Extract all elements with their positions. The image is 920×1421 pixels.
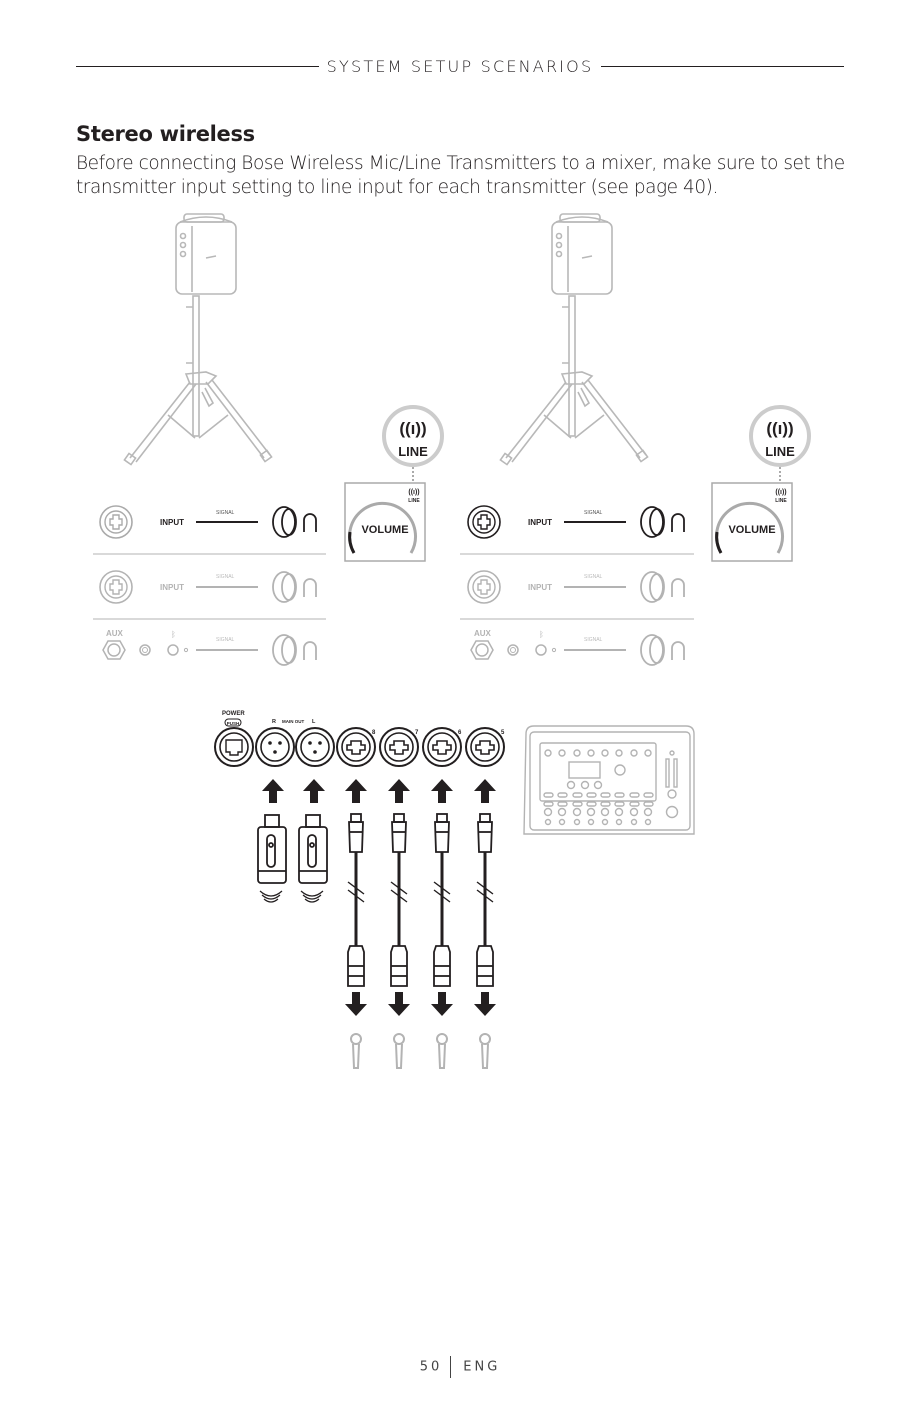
aux-jack-icon — [102, 640, 126, 660]
connection-arrows-down — [345, 992, 496, 1016]
mixer-input-6-icon — [422, 727, 462, 767]
header-rule-left — [76, 65, 319, 67]
bluetooth-icon: ᛒ — [539, 630, 544, 639]
svg-text:6: 6 — [458, 730, 462, 736]
mixer-input-8-icon — [336, 727, 376, 767]
bluetooth-button-icon — [535, 644, 547, 656]
svg-text:LINE: LINE — [775, 498, 787, 504]
signal-lens-icon — [640, 571, 685, 603]
push-label: PUSH — [227, 721, 240, 726]
signal-lens-icon — [272, 571, 317, 603]
wireless-signal-icon: ((ı)) — [775, 489, 786, 496]
speaker-left — [123, 213, 273, 466]
signal-lens-icon — [640, 506, 685, 538]
mixer-top-view — [523, 725, 695, 835]
aux-label: AUX — [474, 629, 492, 638]
wireless-transmitter-l — [298, 814, 328, 903]
xlr-out-l-icon — [295, 727, 335, 767]
microphones — [350, 1033, 491, 1069]
xlr-cables — [346, 812, 495, 988]
speaker-right — [499, 213, 649, 466]
signal-label-3: SIGNAL — [216, 637, 235, 643]
volume-label: VOLUME — [361, 524, 408, 536]
input-label-1: INPUT — [160, 518, 184, 527]
input-label-1: INPUT — [528, 518, 552, 527]
mixer-input-5-icon — [465, 727, 505, 767]
section-header: SYSTEM SETUP SCENARIOS — [76, 54, 844, 78]
svg-text:8: 8 — [372, 730, 376, 736]
bluetooth-icon: ᛒ — [171, 630, 176, 639]
mixer-rear-panel: POWER PUSH R MAIN OUT L 8 7 6 5 — [214, 711, 505, 767]
signal-lens-icon — [272, 506, 317, 538]
header-rule-right — [601, 65, 844, 67]
aux-jack-icon — [470, 640, 494, 660]
volume-panel-left: ((ı)) LINE VOLUME — [344, 482, 426, 562]
signal-label-2: SIGNAL — [584, 574, 603, 580]
wireless-signal-icon: ((ı)) — [408, 489, 419, 496]
svg-text:LINE: LINE — [398, 444, 428, 459]
combo-jack-icon — [99, 505, 133, 539]
signal-label-1: SIGNAL — [216, 510, 235, 516]
wireless-transmitter-r — [257, 814, 287, 903]
signal-lens-icon — [640, 634, 685, 666]
line-badge-right: ((ı)) LINE — [749, 405, 811, 483]
bluetooth-button-icon — [167, 644, 179, 656]
input-label-2: INPUT — [160, 583, 184, 592]
svg-text:R: R — [272, 719, 276, 725]
volume-label: VOLUME — [728, 524, 775, 536]
intro-paragraph: Before connecting Bose Wireless Mic/Line… — [76, 153, 845, 198]
volume-panel-right: ((ı)) LINE VOLUME — [711, 482, 793, 562]
aux-label: AUX — [106, 629, 124, 638]
wireless-signal-icon: ((ı)) — [399, 419, 426, 438]
combo-jack-icon — [467, 570, 501, 604]
footer-divider — [450, 1356, 452, 1378]
combo-jack-icon — [99, 570, 133, 604]
signal-label-1: SIGNAL — [584, 510, 603, 516]
page-footer: 50 ENG — [0, 1356, 920, 1378]
svg-text:LINE: LINE — [408, 498, 420, 504]
svg-text:7: 7 — [415, 730, 419, 736]
signal-lens-icon — [272, 634, 317, 666]
signal-label-2: SIGNAL — [216, 574, 235, 580]
wireless-signal-icon: ((ı)) — [766, 419, 793, 438]
combo-jack-icon — [467, 505, 501, 539]
power-connector-icon — [214, 727, 254, 767]
signal-label-3: SIGNAL — [584, 637, 603, 643]
svg-text:5: 5 — [501, 730, 505, 736]
control-panel-right: INPUT SIGNAL INPUT SIGNAL AUX ᛒ SIGNAL — [460, 505, 694, 666]
control-panel-left: INPUT SIGNAL INPUT SIGNAL AUX ᛒ SIGNAL — [93, 505, 326, 666]
input-label-2: INPUT — [528, 583, 552, 592]
svg-text:L: L — [312, 719, 316, 725]
language-code: ENG — [463, 1359, 501, 1375]
xlr-out-r-icon — [255, 727, 295, 767]
svg-text:LINE: LINE — [765, 444, 795, 459]
power-label: POWER — [222, 711, 245, 717]
line-badge-left: ((ı)) LINE — [382, 405, 444, 483]
connection-arrows-up — [262, 779, 496, 803]
svg-text:MAIN OUT: MAIN OUT — [282, 719, 304, 724]
section-title: SYSTEM SETUP SCENARIOS — [326, 56, 594, 76]
page-heading: Stereo wireless — [76, 122, 255, 146]
mixer-input-7-icon — [379, 727, 419, 767]
page-number: 50 — [419, 1359, 443, 1375]
